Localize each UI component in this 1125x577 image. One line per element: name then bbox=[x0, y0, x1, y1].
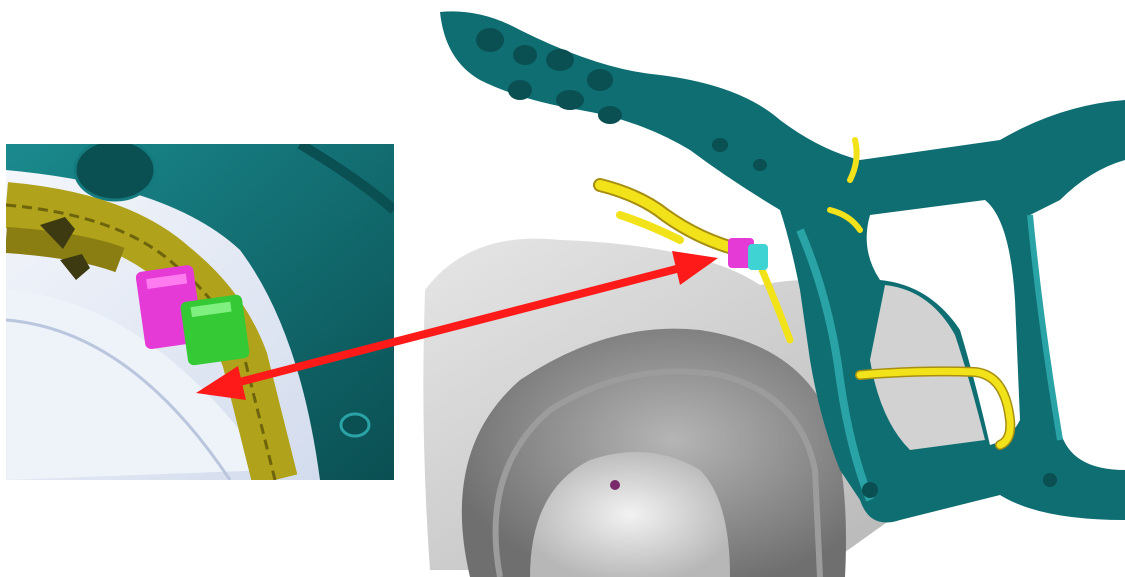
inset-detail-view bbox=[6, 144, 394, 480]
wheel-rim bbox=[530, 452, 730, 577]
inset-bolt-hole bbox=[339, 412, 371, 438]
inset-frame-panel bbox=[6, 144, 394, 480]
double-headed-arrow-icon bbox=[196, 251, 718, 400]
connector-cluster bbox=[728, 238, 768, 270]
connector-cyan-main bbox=[748, 244, 768, 270]
connector-magenta-main bbox=[728, 238, 754, 268]
frame-opening bbox=[866, 200, 1020, 445]
wire-harness bbox=[593, 137, 1016, 450]
main-view bbox=[423, 11, 1125, 577]
